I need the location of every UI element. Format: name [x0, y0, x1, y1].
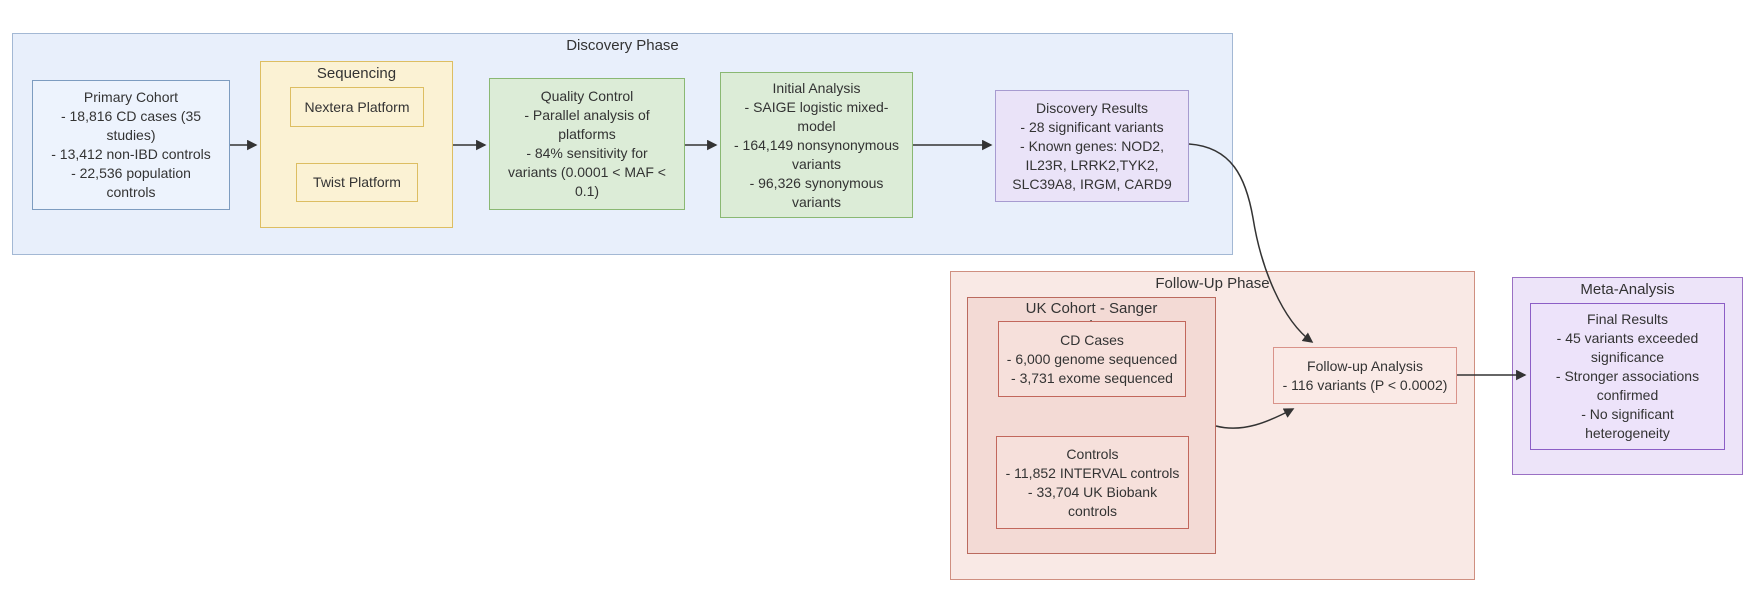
- initial-analysis-details: - SAIGE logistic mixed-model- 164,149 no…: [734, 98, 899, 210]
- controls-details: - 11,852 INTERVAL controls- 33,704 UK Bi…: [1005, 464, 1180, 519]
- twist-platform-node: Twist Platform: [296, 163, 418, 202]
- followup-analysis-title: Follow-up Analysis: [1307, 357, 1423, 374]
- uk-cohort-label-line1: UK Cohort - Sanger: [1025, 300, 1158, 317]
- twist-platform-title: Twist Platform: [313, 174, 401, 190]
- meta-analysis-label: Meta-Analysis: [1580, 281, 1675, 298]
- sequencing-label: Sequencing: [316, 65, 397, 82]
- followup-analysis-details: - 116 variants (P < 0.0002): [1282, 376, 1448, 393]
- controls-title: Controls: [1066, 445, 1119, 462]
- primary-cohort-title: Primary Cohort: [83, 89, 179, 105]
- cd-cases-node: CD Cases - 6,000 genome sequenced- 3,731…: [998, 321, 1186, 397]
- final-results-title: Final Results: [1587, 311, 1668, 327]
- initial-analysis-title: Initial Analysis: [772, 79, 861, 96]
- initial-analysis-node: Initial Analysis - SAIGE logistic mixed-…: [720, 72, 913, 218]
- followup-analysis-node: Follow-up Analysis - 116 variants (P < 0…: [1273, 347, 1457, 404]
- followup-phase-label: Follow-Up Phase: [1155, 275, 1270, 292]
- cd-cases-title: CD Cases: [1060, 331, 1124, 348]
- quality-control-title: Quality Control: [540, 88, 634, 104]
- cd-cases-details: - 6,000 genome sequenced- 3,731 exome se…: [1006, 350, 1178, 386]
- discovery-results-details: - 28 significant variants- Known genes: …: [1012, 118, 1172, 192]
- controls-node: Controls - 11,852 INTERVAL controls- 33,…: [996, 436, 1189, 529]
- discovery-results-node: Discovery Results - 28 significant varia…: [995, 90, 1189, 202]
- nextera-platform-node: Nextera Platform: [290, 87, 424, 127]
- discovery-results-title: Discovery Results: [1035, 99, 1149, 116]
- discovery-phase-label: Discovery Phase: [566, 37, 679, 54]
- nextera-platform-title: Nextera Platform: [304, 98, 410, 115]
